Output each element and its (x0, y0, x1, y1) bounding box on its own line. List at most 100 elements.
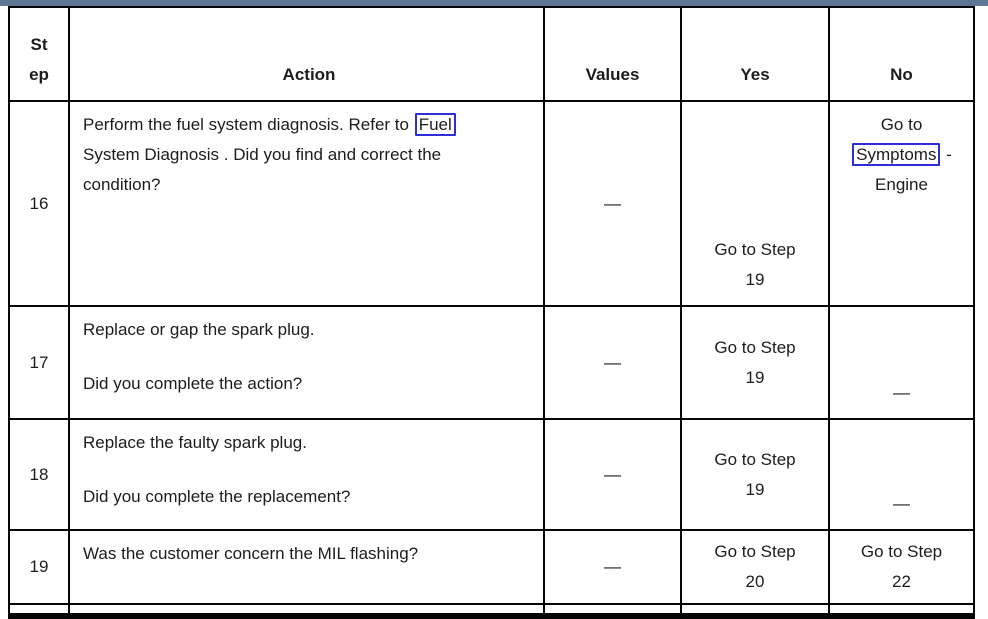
text-span: Go to Step (714, 240, 796, 259)
step-number: 18 (29, 464, 49, 484)
cell-values-18: — (545, 420, 682, 531)
text-line: 19 (746, 265, 765, 295)
text-span: — (604, 193, 621, 213)
table-row-step-18: 18 Replace the faulty spark plug. Did you … (10, 420, 973, 531)
text-span: Was the customer concern the MIL flashin… (83, 544, 419, 563)
cell-yes-19: Go to Step 20 (682, 531, 830, 605)
cell-yes-partial (682, 605, 830, 617)
cell-no-partial (830, 605, 973, 617)
cell-action-partial (70, 605, 545, 617)
text-line: — (893, 489, 910, 519)
cell-yes-16: Go to Step 19 (682, 102, 830, 307)
text-span: Go to Step (860, 542, 943, 561)
cell-values-19: — (545, 531, 682, 605)
text-span: 20 (745, 572, 765, 591)
symptoms-engine-link[interactable]: Symptoms (852, 143, 941, 166)
header-step: St ep (10, 8, 70, 102)
table-row-partial (10, 605, 973, 617)
text-line: — (893, 378, 910, 408)
text-span: Replace the faulty spark plug. (83, 433, 307, 452)
text-span: Go to Step (714, 542, 796, 561)
text-line: 19 (746, 363, 765, 393)
text-line: Go to Step (714, 235, 795, 265)
text-span: 19 (745, 270, 765, 289)
text-span: — (604, 557, 621, 576)
header-yes-label: Yes (740, 65, 770, 84)
diagnostic-table: St ep Action Values Yes No 16 Perform the fuel… (8, 6, 975, 619)
cell-yes-17: Go to Step 19 (682, 307, 830, 420)
text-line: Go to Step (714, 537, 795, 567)
text-line: System Diagnosis . Did you find and corr… (83, 140, 441, 170)
header-no: No (830, 8, 973, 102)
text-line: Did you complete the action? (83, 369, 302, 399)
step-number: 16 (29, 193, 49, 213)
text-span: Did you complete the replacement? (83, 487, 351, 506)
header-no-label: No (890, 65, 913, 84)
text-line: — (604, 460, 621, 490)
table-row-step-19: 19 Was the customer concern the MIL flash… (10, 531, 973, 605)
text-line: Replace the faulty spark plug. (83, 428, 307, 458)
cell-action-19: Was the customer concern the MIL flashin… (70, 531, 545, 605)
text-span: — (893, 494, 910, 513)
table-header-row: St ep Action Values Yes No (10, 8, 973, 102)
text-line: 20 (746, 567, 765, 597)
header-action: Action (70, 8, 545, 102)
step-number: 19 (29, 557, 49, 576)
text-line: — (604, 189, 621, 219)
text-span: Go to Step (714, 337, 796, 357)
cell-values-16: — (545, 102, 682, 307)
text-span: 19 (745, 367, 765, 387)
text-span: Go to Step (714, 449, 796, 469)
cell-yes-18: Go to Step 19 (682, 420, 830, 531)
text-line: Was the customer concern the MIL flashin… (83, 539, 418, 569)
text-span: — (893, 383, 910, 402)
header-step-label: St ep (29, 35, 49, 84)
cell-values-17: — (545, 307, 682, 420)
header-values-label: Values (585, 65, 640, 84)
text-span: System Diagnosis . Did you find and corr… (83, 145, 442, 164)
text-span: — (604, 464, 621, 484)
text-span: - (941, 145, 952, 164)
text-span: 22 (892, 572, 911, 591)
text-line: 22 (892, 567, 911, 597)
text-line: Symptoms - (851, 140, 952, 170)
text-span: — (604, 352, 621, 372)
cell-step-16: 16 (10, 102, 70, 307)
cell-action-18: Replace the faulty spark plug. Did you co… (70, 420, 545, 531)
table-row-step-17: 17 Replace or gap the spark plug. Did you … (10, 307, 973, 420)
cell-step-18: 18 (10, 420, 70, 531)
cell-action-17: Replace or gap the spark plug. Did you co… (70, 307, 545, 420)
header-action-label: Action (282, 65, 336, 84)
cell-step-19: 19 (10, 531, 70, 605)
text-line: condition? (83, 170, 161, 200)
fuel-system-diagnosis-link[interactable]: Fuel (414, 113, 456, 136)
text-line: — (604, 552, 621, 582)
cell-step-partial (10, 605, 70, 617)
text-span: Engine (875, 175, 928, 194)
text-line: — (604, 348, 621, 378)
window-top-bar (0, 0, 988, 6)
text-line: Engine (875, 170, 928, 200)
step-number: 17 (29, 352, 49, 372)
text-span: 19 (745, 479, 765, 499)
cell-step-17: 17 (10, 307, 70, 420)
text-span: Go to (880, 115, 923, 134)
header-values: Values (545, 8, 682, 102)
cell-values-partial (545, 605, 682, 617)
text-line: Replace or gap the spark plug. (83, 315, 315, 345)
cell-action-16: Perform the fuel system diagnosis. Refer… (70, 102, 545, 307)
text-line: 19 (746, 475, 765, 505)
text-line: Did you complete the replacement? (83, 482, 350, 512)
text-line: Perform the fuel system diagnosis. Refer… (83, 110, 457, 140)
cell-no-18: — (830, 420, 973, 531)
text-line: Go to Step (714, 333, 795, 363)
text-line: Go to Step (861, 537, 942, 567)
cell-no-19: Go to Step 22 (830, 531, 973, 605)
text-span: condition? (83, 175, 161, 194)
header-yes: Yes (682, 8, 830, 102)
text-span: Perform the fuel system diagnosis. Refer… (83, 115, 414, 134)
table-row-step-16: 16 Perform the fuel system diagnosis. Ref… (10, 102, 973, 307)
text-span: Replace or gap the spark plug. (83, 320, 315, 339)
cell-no-17: — (830, 307, 973, 420)
